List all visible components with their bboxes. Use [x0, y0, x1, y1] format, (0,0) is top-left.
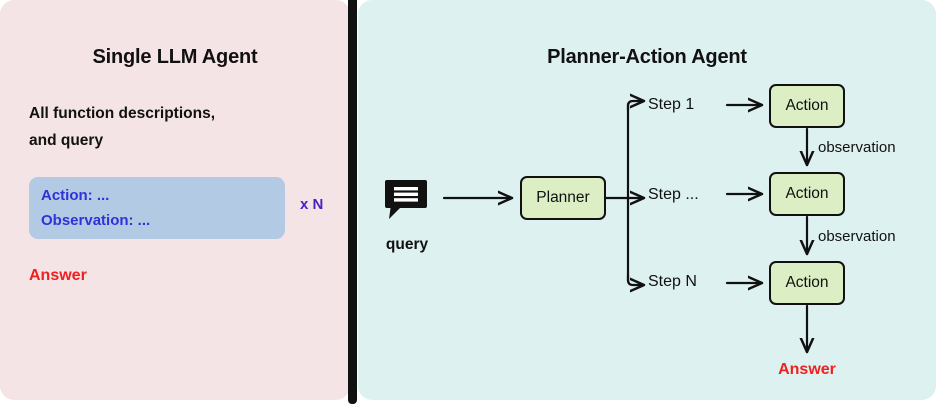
panel-divider [348, 0, 357, 404]
left-answer-label: Answer [29, 267, 87, 284]
action-observation-loop-box: Action: ... Observation: ... [29, 177, 285, 239]
step-label-2: Step ... [648, 186, 699, 203]
planner-node[interactable]: Planner [520, 176, 606, 220]
message-bubble-icon [385, 180, 427, 219]
left-panel-description: All function descriptions, and query [29, 105, 216, 149]
step-label-1: Step 1 [648, 96, 695, 113]
step-label-3: Step N [648, 273, 697, 290]
action-node-3[interactable]: Action [769, 261, 845, 305]
left-panel-title: Single LLM Agent [92, 46, 258, 68]
observation-label-2: observation [818, 228, 896, 245]
loop-repeat-label: x N [300, 196, 324, 213]
action-node-2[interactable]: Action [769, 172, 845, 216]
right-answer-label: Answer [778, 361, 836, 378]
query-label: query [385, 236, 429, 253]
loop-action-text: Action: ... [41, 187, 110, 204]
right-panel-title: Planner-Action Agent [547, 46, 747, 68]
loop-observation-text: Observation: ... [41, 212, 151, 229]
action-node-1[interactable]: Action [769, 84, 845, 128]
observation-label-1: observation [818, 139, 896, 156]
